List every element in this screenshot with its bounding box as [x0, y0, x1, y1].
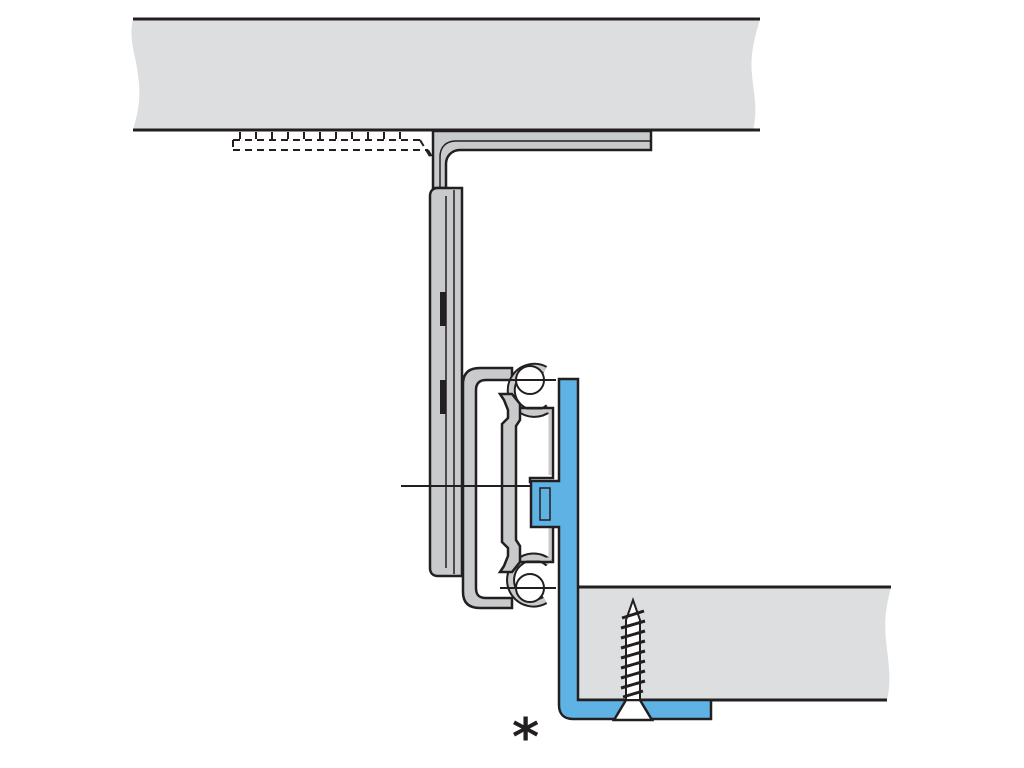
drawer-rail-body	[497, 392, 522, 574]
intermediate-rail	[461, 366, 514, 610]
asterisk-annotation: *	[512, 708, 540, 768]
wood-screw	[611, 596, 655, 722]
mounting-bracket-shape	[431, 129, 653, 190]
drawer-bracket	[529, 377, 713, 721]
ball-bearing-bottom	[500, 552, 556, 608]
cabinet-top-panel	[131, 17, 761, 132]
mounting-bracket-inner-line	[439, 140, 651, 188]
drawer-bracket-tab	[539, 487, 551, 521]
intermediate-rail-body	[461, 366, 514, 610]
drawer-bottom-panel-fill	[578, 587, 891, 700]
cabinet-rail	[428, 186, 464, 578]
mounting-bracket	[431, 129, 653, 190]
rail-slot	[440, 380, 446, 414]
screw-threads	[620, 609, 646, 699]
alternate-bracket-teeth	[239, 132, 401, 139]
drawer-bracket-shape	[529, 377, 713, 721]
rail-slot	[440, 292, 446, 326]
cabinet-top-panel-fill	[131, 19, 761, 130]
alternate-bracket-position	[232, 139, 437, 167]
drawer-bottom-panel	[578, 585, 891, 702]
ball-bearing-top	[500, 362, 556, 418]
